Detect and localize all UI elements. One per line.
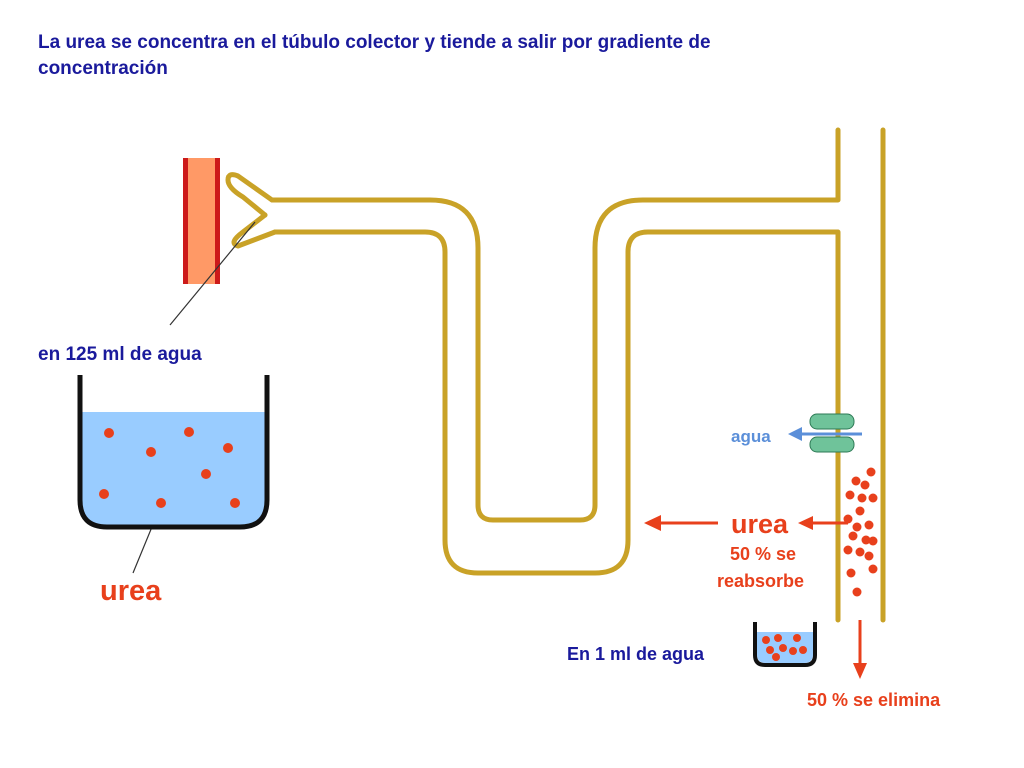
label-volume-1: En 1 ml de agua: [567, 644, 705, 664]
urea-dots-collecting-duct: [843, 467, 878, 597]
label-volume-125: en 125 ml de agua: [38, 344, 202, 365]
label-urea-beaker: urea: [100, 575, 162, 607]
urea-arrow-short: [798, 516, 848, 530]
bowman-capsule-bottom: [231, 212, 278, 249]
label-eliminate: 50 % se elimina: [807, 690, 941, 710]
nephron-tubule: [225, 127, 886, 623]
large-beaker: [77, 375, 270, 530]
title-line-2: concentración: [38, 58, 168, 79]
label-reabsorb-line-1: 50 % se: [730, 544, 796, 564]
urea-arrow-long: [644, 515, 718, 531]
blood-vessel: [183, 158, 220, 284]
label-reabsorb-line-2: reabsorbe: [717, 571, 804, 591]
urea-dots-large-beaker: [99, 427, 240, 508]
pointer-line-capsule: [169, 221, 256, 326]
tubule-outer-wall: [269, 127, 841, 523]
urea-dots-small-beaker: [762, 634, 807, 661]
urea-elimination-arrow: [853, 620, 867, 679]
bowman-capsule-top: [225, 172, 275, 218]
label-urea-tubule: urea: [731, 509, 789, 539]
title-line-1: La urea se concentra en el túbulo colect…: [38, 32, 711, 53]
water-arrow: [788, 427, 862, 441]
water-channel: [809, 413, 855, 453]
small-beaker: [753, 622, 817, 667]
tubule-inner-wall: [272, 229, 841, 623]
label-agua: agua: [731, 427, 771, 446]
